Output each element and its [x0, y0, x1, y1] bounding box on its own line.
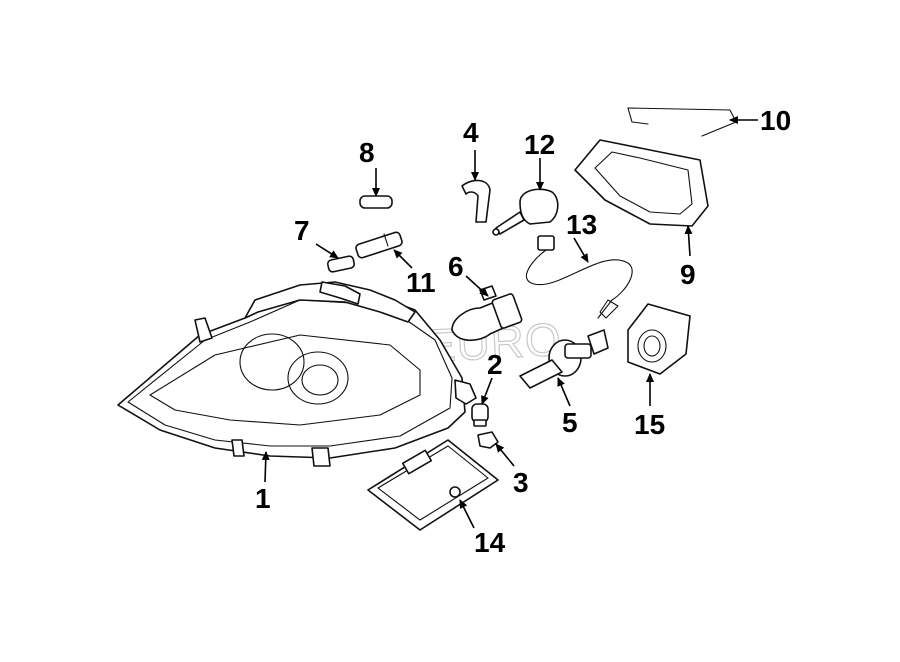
wire-clip: [627, 107, 737, 137]
bulb-assembly: [519, 329, 609, 389]
callout-2: 2: [487, 349, 503, 380]
callout-11: 11: [406, 267, 436, 298]
wedge-bulb: [326, 255, 356, 273]
callout-10: 10: [760, 105, 791, 136]
headlight-housing: [117, 281, 477, 467]
callout-14: 14: [474, 527, 506, 558]
callout-3: 3: [513, 467, 529, 498]
capsule-bulb: [359, 195, 393, 209]
callout-5: 5: [562, 407, 578, 438]
ignitor-module: [627, 303, 691, 375]
reflector-cover: [574, 139, 709, 227]
small-bulb: [471, 403, 489, 427]
callout-labels: 1 2 3 4 5 6 7 8 9 10 11 12 13 14 15: [255, 105, 791, 558]
hose: [461, 179, 491, 223]
control-module: [367, 439, 499, 531]
socket-clip: [477, 431, 499, 449]
leader-lines: [261, 116, 758, 529]
callout-7: 7: [294, 215, 310, 246]
callout-15: 15: [634, 409, 665, 440]
callout-13: 13: [566, 209, 597, 240]
leveling-actuator: [492, 188, 559, 236]
callout-8: 8: [359, 137, 375, 168]
callout-12: 12: [524, 129, 555, 160]
callout-9: 9: [680, 259, 696, 290]
callout-6: 6: [448, 251, 464, 282]
callout-1: 1: [255, 483, 271, 514]
callout-4: 4: [463, 117, 479, 148]
wiring-harness: [525, 235, 633, 319]
fuse: [355, 231, 403, 259]
